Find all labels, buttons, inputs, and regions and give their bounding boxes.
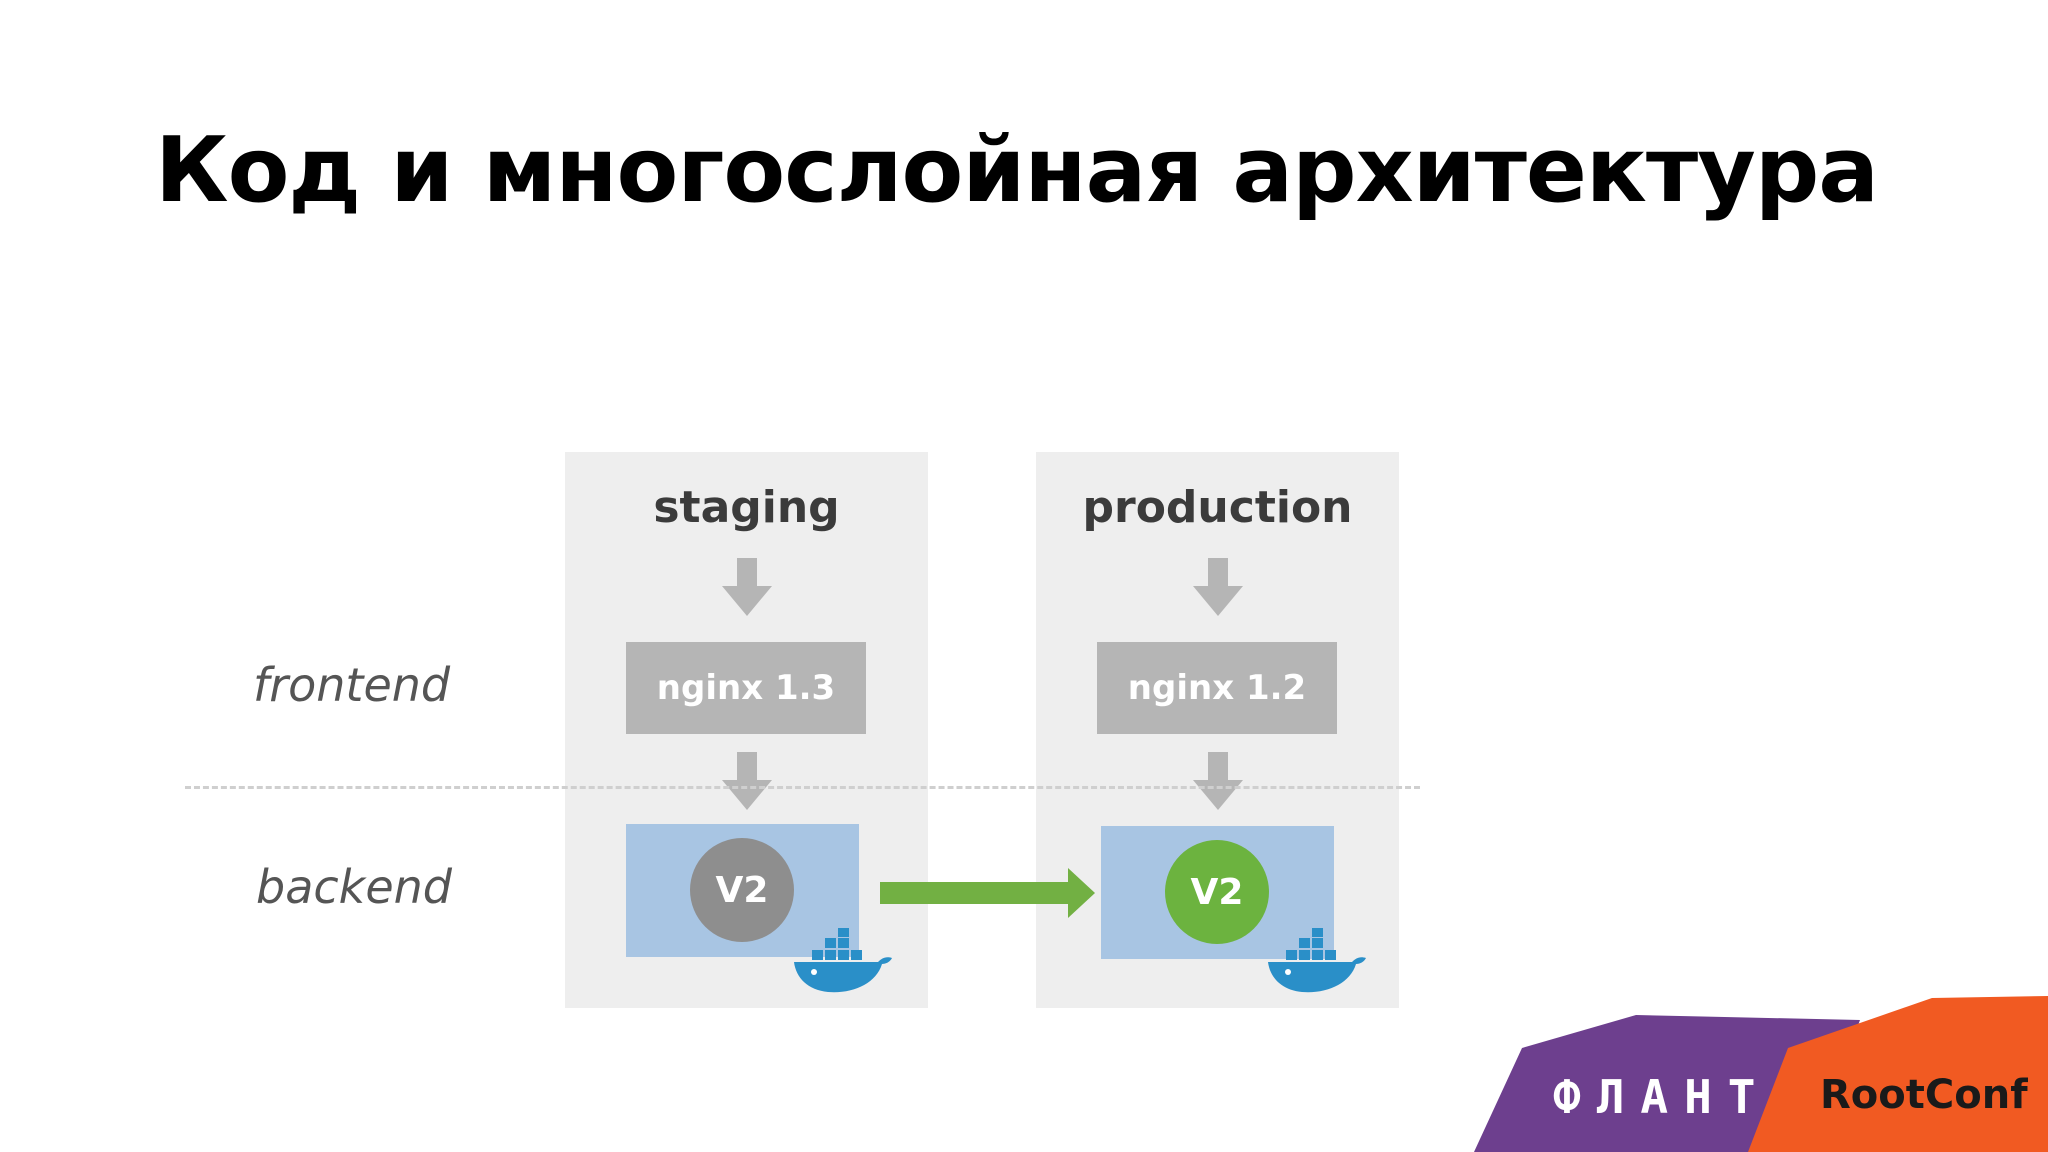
staging-version-badge: V2 — [690, 838, 794, 942]
flant-logo: ФЛАНТ — [1553, 1070, 1772, 1124]
tier-divider — [185, 786, 1420, 789]
staging-nginx-box: nginx 1.3 — [626, 642, 866, 734]
production-title: production — [1082, 482, 1353, 533]
docker-whale-icon — [1268, 928, 1366, 993]
promote-arrow-icon — [880, 868, 1095, 918]
staging-panel: staging nginx 1.3 V2 — [565, 452, 928, 1008]
slide-title: Код и многослойная архитектура — [155, 118, 1879, 223]
staging-title: staging — [653, 482, 840, 533]
staging-backend-box: V2 — [626, 824, 859, 957]
rootconf-logo: RootConf — [1820, 1072, 2028, 1118]
frontend-tier-label: frontend — [253, 658, 451, 712]
production-nginx-box: nginx 1.2 — [1097, 642, 1337, 734]
production-panel: production nginx 1.2 V2 — [1036, 452, 1399, 1008]
arrow-down-icon — [1193, 558, 1243, 616]
docker-whale-icon — [794, 928, 892, 993]
backend-tier-label: backend — [256, 860, 452, 914]
production-backend-box: V2 — [1101, 826, 1334, 959]
arrow-down-icon — [722, 558, 772, 616]
production-version-badge: V2 — [1165, 840, 1269, 944]
